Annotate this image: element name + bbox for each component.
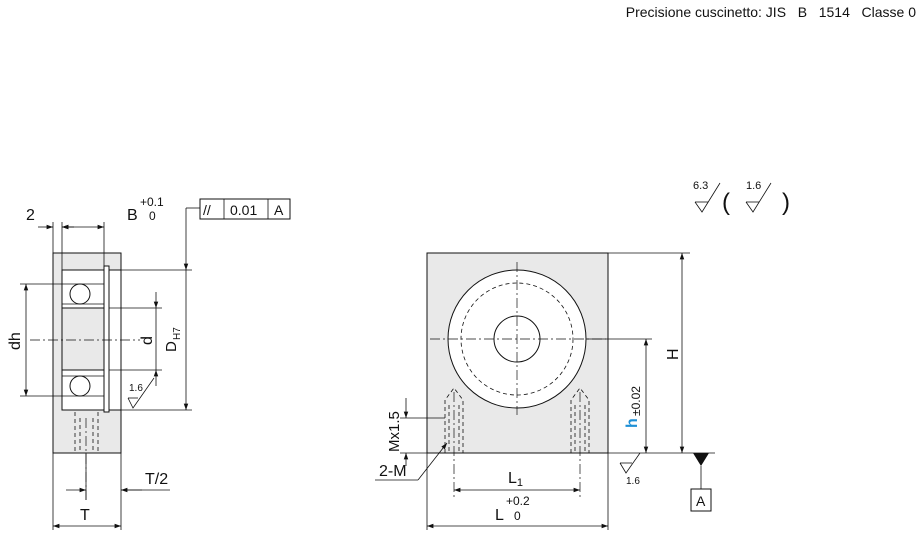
dim-2-label: 2: [26, 207, 35, 224]
dim-d-label: d: [139, 336, 156, 345]
bearing-inner-ring: [61, 307, 105, 371]
dim-B-label: B: [127, 207, 138, 224]
dim-D-label: D: [163, 341, 180, 352]
dim-T-label: T: [80, 507, 90, 524]
general-roughness-legend: 6.3 ( 1.6 ): [693, 180, 790, 216]
dim-L1-label: L1: [508, 470, 523, 489]
retaining-ring: [103, 265, 110, 413]
dim-Mx15-label: Mx1.5: [386, 411, 403, 452]
tolerance-datum: A: [274, 202, 284, 218]
dim-B-lower-tol: 0: [149, 209, 156, 223]
paren-roughness-value: 1.6: [746, 180, 761, 192]
bore-roughness-value: 1.6: [129, 383, 143, 394]
base-roughness-symbol: 1.6: [619, 452, 640, 487]
dim-2M-label: 2-M: [379, 463, 407, 480]
dim-T-half-label: T/2: [145, 471, 168, 488]
front-view: Mx1.5 2-M L1 L +0.2 0 H h ±0.02 1.6: [375, 252, 715, 530]
datum-a-marker: A: [690, 453, 712, 512]
base-roughness-value: 1.6: [626, 476, 640, 487]
general-roughness-value: 6.3: [693, 180, 708, 192]
bearing-ball-top: [69, 283, 91, 305]
bore-roughness-symbol: 1.6: [127, 377, 155, 409]
parallelism-tolerance-frame: // 0.01 A: [199, 198, 291, 220]
datum-a-label: A: [696, 493, 706, 509]
dim-h-tolerance: ±0.02: [629, 386, 643, 416]
parallelism-symbol: //: [203, 202, 211, 218]
dim-L-lower-tol: 0: [514, 509, 521, 523]
open-paren: (: [722, 189, 730, 216]
dim-L-label: L: [495, 507, 504, 524]
dim-dh-label: dh: [7, 332, 24, 350]
dim-h-label: h: [624, 418, 641, 428]
dim-B-upper-tol: +0.1: [140, 195, 164, 209]
bearing-ball-bottom: [69, 375, 91, 397]
side-section-view: 2 B +0.1 0 // 0.01 A D H7 d: [7, 195, 291, 530]
close-paren: ): [782, 189, 790, 216]
tolerance-value: 0.01: [230, 202, 257, 218]
bearing-precision-note: Precisione cuscinetto: JIS B 1514 Classe…: [625, 4, 916, 20]
dim-H-label: H: [665, 348, 682, 360]
dim-D-tolerance: H7: [172, 327, 183, 340]
tapped-hole-right: [570, 387, 590, 500]
dim-L-upper-tol: +0.2: [506, 494, 530, 508]
